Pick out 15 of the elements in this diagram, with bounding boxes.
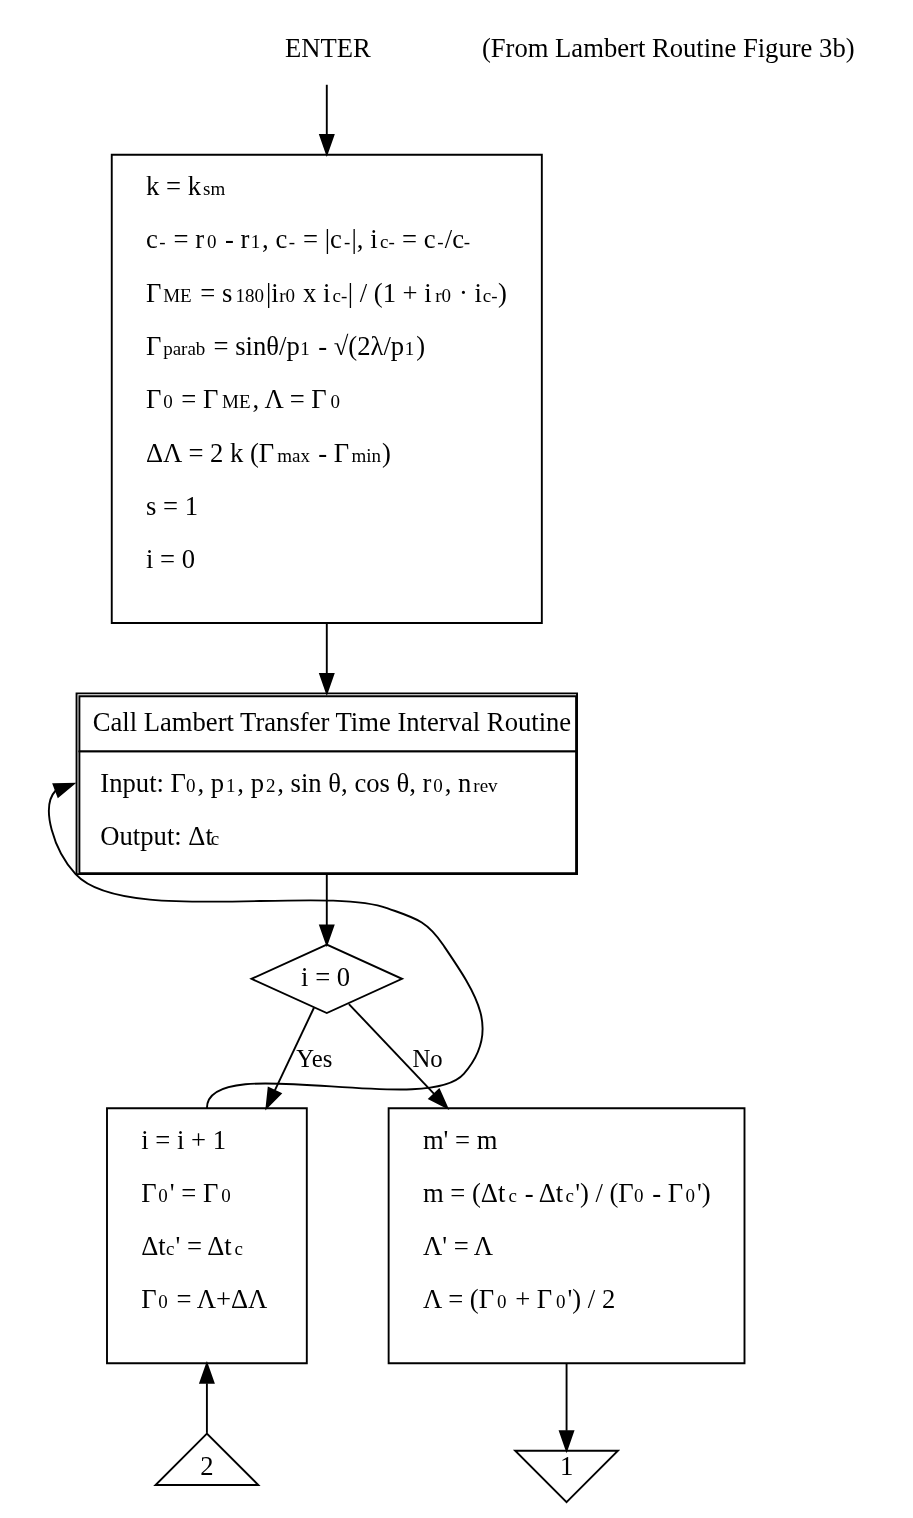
- arrow: [318, 873, 335, 948]
- arrow: [48, 782, 484, 1110]
- node-diamond: i = 0: [249, 943, 405, 1015]
- edge-label: No: [412, 1045, 443, 1073]
- arrow: [318, 83, 335, 157]
- node-text: ENTER: [284, 33, 371, 64]
- arrow: [347, 1003, 450, 1110]
- node-box: m' = m m = (Δtc - Δtc') / (Γ0 - Γ0') Λ' = Λ Λ = (Γ0 + Γ0') / 2: [387, 1107, 746, 1365]
- edge-label: Yes: [296, 1045, 333, 1073]
- arrow: [198, 1360, 215, 1434]
- arrow: [318, 622, 335, 696]
- arrow: [265, 1006, 315, 1111]
- node-box: i = i + 1 Γ0' = Γ0 Δtc' = Δtc Γ0 = Λ+ΔΛ: [106, 1107, 308, 1365]
- arrow: [558, 1362, 575, 1454]
- label: (From Lambert Routine Figure 3b): [481, 33, 855, 64]
